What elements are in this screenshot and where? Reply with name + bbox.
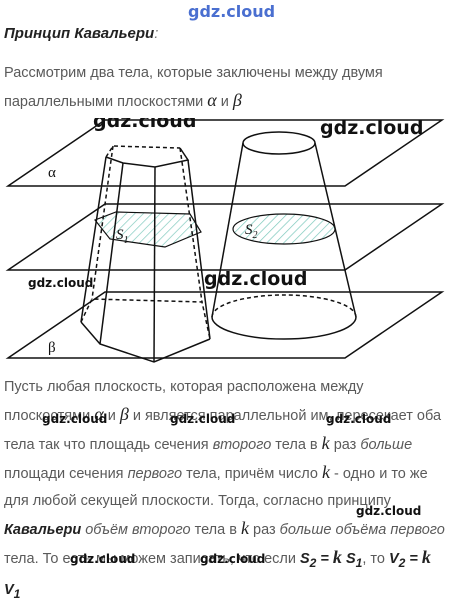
intro-text: Рассмотрим два тела, которые заключены м… [4, 65, 383, 110]
watermark-top: gdz.cloud [188, 2, 276, 21]
section-title: Принцип Кавальери: [4, 25, 158, 42]
figure-label-s2: S2 [245, 222, 258, 241]
watermark-fig-c: gdz.cloud [204, 268, 307, 290]
figure-label-beta: β [48, 340, 56, 356]
section-title-text: Принцип Кавальери [4, 25, 155, 42]
prism-top-visible [105, 147, 190, 168]
plane-alpha-symbol: α [207, 90, 217, 110]
watermark-fig-d: gdz.cloud [28, 276, 93, 290]
watermark-fig-b: gdz.cloud [320, 118, 423, 139]
cone-base-back [211, 294, 357, 318]
plane-middle [5, 203, 445, 271]
watermark-fig-a: gdz.cloud [93, 118, 196, 132]
cross-section-s1 [94, 211, 202, 248]
body-paragraph: Пусть любая плоскость, которая расположе… [4, 379, 445, 601]
watermark-text-e: gdz.cloud [70, 552, 136, 566]
watermark-text-a: gdz.cloud [42, 412, 108, 426]
title-colon: : [154, 25, 159, 42]
watermark-text-b: gdz.cloud [170, 412, 236, 426]
watermark-text-c: gdz.cloud [326, 412, 392, 426]
cavalieri-figure: α β S1 S2 gdz.cloud gdz.cloud gdz.cloud … [5, 118, 445, 363]
watermark-text-f: gdz.cloud [200, 552, 266, 566]
plane-beta [5, 291, 445, 359]
plane-beta-symbol: β [232, 90, 242, 110]
figure-label-s1: S1 [116, 227, 129, 246]
intro-paragraph: Рассмотрим два тела, которые заключены м… [4, 60, 446, 116]
prism-base-visible [80, 321, 211, 363]
cone-top [242, 131, 316, 155]
cone-base-front [211, 316, 357, 340]
plane-alpha [5, 119, 445, 187]
intro-and: и [220, 94, 229, 110]
formula-s: S2 = k S1 [300, 547, 363, 570]
watermark-text-d: gdz.cloud [356, 504, 422, 518]
figure-label-alpha: α [48, 165, 56, 181]
